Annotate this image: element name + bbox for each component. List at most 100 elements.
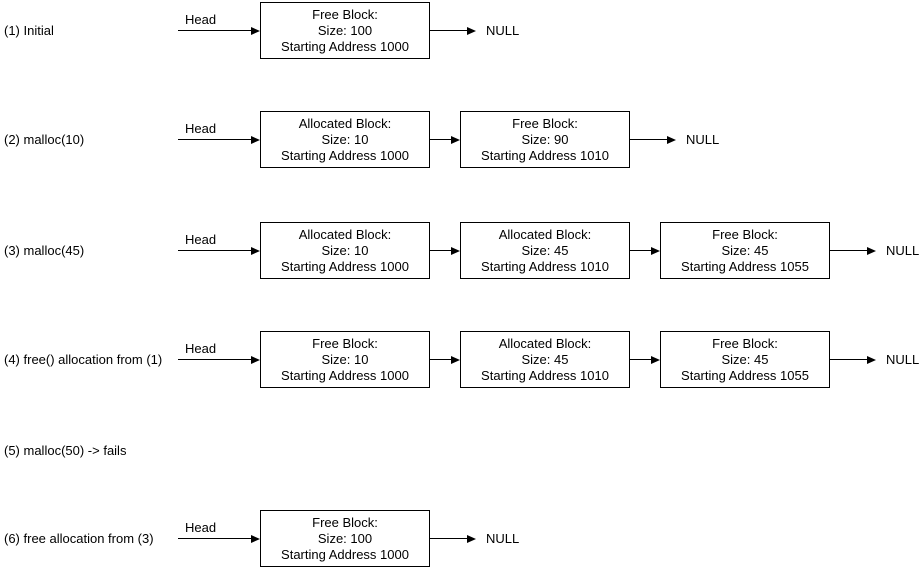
next-pointer-arrow-line bbox=[430, 359, 451, 360]
block-title: Free Block: bbox=[712, 335, 778, 351]
head-arrow bbox=[178, 26, 260, 36]
step-label: (3) malloc(45) bbox=[4, 243, 85, 258]
null-arrow bbox=[830, 246, 876, 256]
block-address: Starting Address 1000 bbox=[281, 367, 409, 383]
null-arrow-line bbox=[830, 359, 867, 360]
block-address: Starting Address 1000 bbox=[281, 546, 409, 562]
block-address: Starting Address 1000 bbox=[281, 147, 409, 163]
next-pointer-arrow bbox=[630, 355, 660, 365]
null-arrow-line bbox=[830, 250, 867, 251]
head-arrow bbox=[178, 246, 260, 256]
step-label: (5) malloc(50) -> fails bbox=[4, 443, 127, 458]
block-address: Starting Address 1010 bbox=[481, 147, 609, 163]
block-size: Size: 45 bbox=[721, 351, 769, 367]
head-arrow-line bbox=[178, 30, 251, 31]
block-size: Size: 45 bbox=[521, 242, 569, 258]
next-pointer-arrow bbox=[430, 135, 460, 145]
step-label: (1) Initial bbox=[4, 23, 54, 38]
block-size: Size: 45 bbox=[721, 242, 769, 258]
block-size: Size: 100 bbox=[317, 22, 373, 38]
next-pointer-arrow-head-icon bbox=[451, 135, 460, 144]
null-arrow bbox=[430, 26, 476, 36]
next-pointer-arrow-head-icon bbox=[451, 355, 460, 364]
head-pointer-label: Head bbox=[185, 232, 217, 247]
null-terminator-label: NULL bbox=[486, 23, 520, 38]
block-size: Size: 10 bbox=[321, 131, 369, 147]
next-pointer-arrow-head-icon bbox=[651, 246, 660, 255]
block-title: Free Block: bbox=[512, 115, 578, 131]
block-address: Starting Address 1000 bbox=[281, 258, 409, 274]
null-arrow bbox=[430, 534, 476, 544]
block-address: Starting Address 1000 bbox=[281, 38, 409, 54]
head-arrow-line bbox=[178, 359, 251, 360]
block-size: Size: 10 bbox=[321, 351, 369, 367]
null-arrow-line bbox=[630, 139, 667, 140]
block-address: Starting Address 1010 bbox=[481, 258, 609, 274]
head-arrow-line bbox=[178, 538, 251, 539]
next-pointer-arrow-head-icon bbox=[651, 355, 660, 364]
block-title: Free Block: bbox=[312, 335, 378, 351]
head-pointer-label: Head bbox=[185, 12, 217, 27]
block-size: Size: 10 bbox=[321, 242, 369, 258]
next-pointer-arrow-line bbox=[630, 250, 651, 251]
head-arrow-head-icon bbox=[251, 26, 260, 35]
head-arrow bbox=[178, 135, 260, 145]
head-arrow bbox=[178, 355, 260, 365]
next-pointer-arrow-line bbox=[430, 250, 451, 251]
next-pointer-arrow-line bbox=[430, 139, 451, 140]
null-terminator-label: NULL bbox=[886, 243, 920, 258]
null-arrow bbox=[630, 135, 676, 145]
head-arrow-head-icon bbox=[251, 534, 260, 543]
next-pointer-arrow bbox=[430, 355, 460, 365]
head-arrow bbox=[178, 534, 260, 544]
null-arrow-head-icon bbox=[867, 355, 876, 364]
block-size: Size: 90 bbox=[521, 131, 569, 147]
block-title: Allocated Block: bbox=[298, 226, 392, 242]
head-pointer-label: Head bbox=[185, 520, 217, 535]
block-title: Allocated Block: bbox=[498, 335, 592, 351]
block-address: Starting Address 1055 bbox=[681, 367, 809, 383]
next-pointer-arrow-line bbox=[630, 359, 651, 360]
block-title: Free Block: bbox=[312, 6, 378, 22]
null-arrow-head-icon bbox=[667, 135, 676, 144]
block-address: Starting Address 1010 bbox=[481, 367, 609, 383]
next-pointer-arrow-head-icon bbox=[451, 246, 460, 255]
head-arrow-head-icon bbox=[251, 355, 260, 364]
null-arrow-head-icon bbox=[467, 534, 476, 543]
next-pointer-arrow bbox=[430, 246, 460, 256]
next-pointer-arrow bbox=[630, 246, 660, 256]
null-terminator-label: NULL bbox=[486, 531, 520, 546]
block-size: Size: 45 bbox=[521, 351, 569, 367]
block-address: Starting Address 1055 bbox=[681, 258, 809, 274]
null-arrow-line bbox=[430, 30, 467, 31]
head-arrow-head-icon bbox=[251, 246, 260, 255]
block-size: Size: 100 bbox=[317, 530, 373, 546]
null-arrow-head-icon bbox=[867, 246, 876, 255]
head-pointer-label: Head bbox=[185, 341, 217, 356]
block-title: Allocated Block: bbox=[298, 115, 392, 131]
step-label: (4) free() allocation from (1) bbox=[4, 352, 163, 367]
null-arrow-line bbox=[430, 538, 467, 539]
head-arrow-head-icon bbox=[251, 135, 260, 144]
head-arrow-line bbox=[178, 139, 251, 140]
block-title: Allocated Block: bbox=[498, 226, 592, 242]
null-terminator-label: NULL bbox=[886, 352, 920, 367]
step-label: (6) free allocation from (3) bbox=[4, 531, 154, 546]
head-pointer-label: Head bbox=[185, 121, 217, 136]
null-arrow bbox=[830, 355, 876, 365]
